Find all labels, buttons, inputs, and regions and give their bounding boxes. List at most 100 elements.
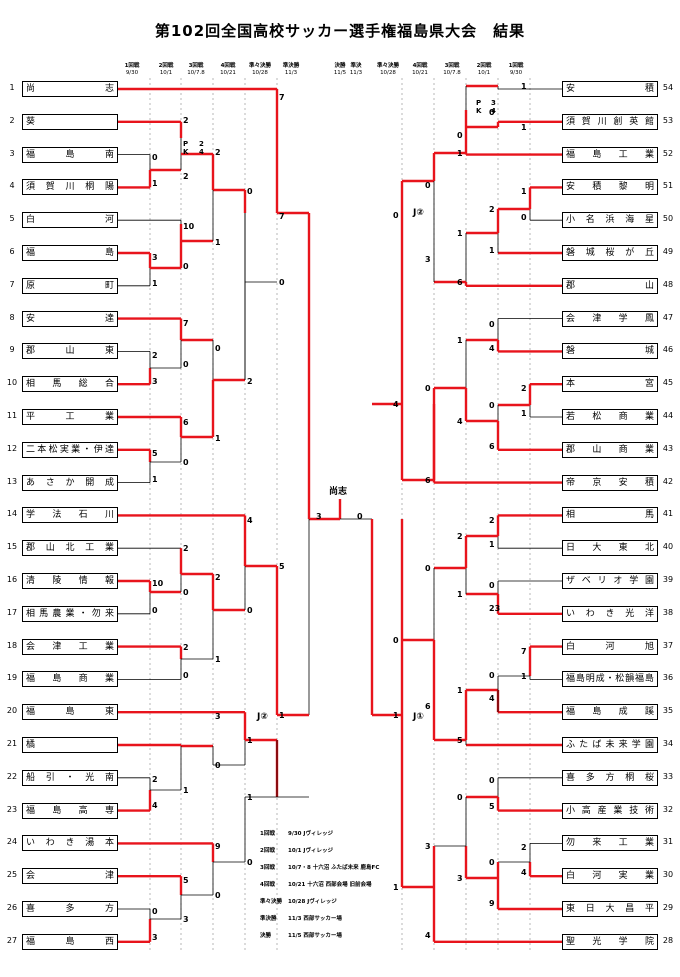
match-score: 6 bbox=[425, 702, 431, 711]
team-number: 50 bbox=[662, 214, 674, 224]
match-score: 0 bbox=[183, 671, 189, 680]
team-box: 二本松実業・伊達 bbox=[22, 441, 118, 458]
match-score: 3 bbox=[425, 255, 431, 264]
team-box: 喜多方桐桜 bbox=[562, 769, 658, 786]
match-score: 1 bbox=[489, 540, 495, 549]
team-box: 須賀川桐陽 bbox=[22, 179, 118, 196]
match-score: 6 bbox=[489, 442, 495, 451]
match-score: 6 bbox=[183, 418, 189, 427]
team-number: 7 bbox=[9, 279, 15, 289]
schedule-round: 準決勝 bbox=[260, 916, 277, 922]
schedule-row: 1回戦 9/30 Jヴィレッジ bbox=[260, 826, 379, 843]
match-score: 0 bbox=[183, 458, 189, 467]
match-score: 0 bbox=[152, 907, 158, 916]
team-number: 5 bbox=[9, 214, 15, 224]
match-score: 2 bbox=[489, 516, 495, 525]
team-box: ザベリオ学園 bbox=[562, 573, 658, 589]
match-score: 7 bbox=[279, 93, 285, 102]
team-number: 41 bbox=[662, 509, 674, 519]
team-number: 37 bbox=[662, 640, 674, 650]
match-score: 3 bbox=[425, 842, 431, 851]
team-number: 36 bbox=[662, 673, 674, 683]
match-score: 1 bbox=[247, 793, 253, 802]
round-name: 1回戦 bbox=[124, 63, 140, 69]
schedule-row: 4回戦 10/21 十六沼 西部会場 旧前会場 bbox=[260, 877, 379, 894]
match-score: 1 bbox=[457, 686, 463, 695]
team-number: 3 bbox=[9, 148, 15, 158]
match-score: 4 bbox=[489, 344, 495, 353]
team-number: 21 bbox=[6, 739, 18, 748]
match-score: 0 bbox=[393, 211, 399, 220]
match-score: 1 bbox=[215, 434, 221, 443]
match-score: 1 bbox=[279, 711, 285, 720]
schedule-round: 4回戦 bbox=[260, 882, 275, 888]
match-score: 1 bbox=[152, 279, 158, 288]
match-score: 7 bbox=[521, 647, 527, 656]
match-score: 1 bbox=[521, 82, 527, 91]
team-number: 47 bbox=[662, 312, 674, 322]
match-score: 1 bbox=[457, 336, 463, 345]
team-box: 福島西 bbox=[22, 933, 118, 950]
match-score: 3 bbox=[215, 712, 221, 721]
match-score: 0 bbox=[425, 564, 431, 573]
schedule-info: 10/21 十六沼 西部会場 旧前会場 bbox=[288, 882, 372, 888]
team-number: 8 bbox=[9, 312, 15, 322]
schedule-info: 10/1 Jヴィレッジ bbox=[288, 848, 333, 854]
team-number: 35 bbox=[662, 706, 674, 716]
team-number: 29 bbox=[662, 903, 674, 912]
champion-label: 尚志 bbox=[329, 487, 348, 497]
match-score: 0 bbox=[489, 776, 495, 785]
team-number: 40 bbox=[662, 542, 674, 552]
match-score: 0 bbox=[489, 320, 495, 329]
schedule-info: 9/30 Jヴィレッジ bbox=[288, 831, 333, 837]
match-score: 4 bbox=[425, 931, 431, 940]
team-number: 45 bbox=[662, 378, 674, 388]
match-score: 1 bbox=[521, 123, 527, 132]
team-box: 白河実業 bbox=[562, 868, 658, 885]
match-score: 0 bbox=[521, 213, 527, 222]
final-round-name: 決勝 bbox=[334, 63, 346, 69]
schedule-info: 10/28 Jヴィレッジ bbox=[288, 899, 337, 905]
team-number: 53 bbox=[662, 115, 674, 125]
team-box: 安積 bbox=[562, 81, 658, 97]
team-box: いわき光洋 bbox=[562, 605, 658, 622]
team-box: 帝京安積 bbox=[562, 474, 658, 491]
match-score: 1 bbox=[489, 246, 495, 255]
round-name: 4回戦 bbox=[412, 63, 428, 69]
match-score: 10 bbox=[183, 222, 195, 231]
team-box: 会津工業 bbox=[22, 638, 118, 655]
match-score: 5 bbox=[489, 802, 495, 811]
team-box: 郡山商業 bbox=[562, 441, 658, 458]
round-date: 10/28 bbox=[252, 70, 268, 76]
match-score: 0 bbox=[457, 131, 463, 140]
match-score: 0 bbox=[457, 793, 463, 802]
match-score: 0 bbox=[489, 581, 495, 590]
team-box: 小高産業技術 bbox=[562, 802, 658, 819]
team-number: 31 bbox=[662, 837, 674, 847]
team-box: 福島工業 bbox=[562, 146, 658, 163]
team-box: 安積黎明 bbox=[562, 179, 658, 196]
team-box: 郡山北工業 bbox=[22, 540, 118, 557]
match-score: 1 bbox=[393, 883, 399, 892]
team-number: 30 bbox=[662, 870, 674, 880]
team-number: 44 bbox=[662, 411, 674, 420]
match-score: 0 bbox=[215, 761, 221, 770]
match-score: 1 bbox=[457, 149, 463, 158]
team-number: 49 bbox=[662, 247, 674, 256]
team-number: 15 bbox=[6, 542, 18, 552]
match-score: 1 bbox=[183, 786, 189, 795]
schedule-round: 1回戦 bbox=[260, 831, 275, 837]
match-score: 9 bbox=[489, 899, 495, 908]
team-box: あさか開成 bbox=[22, 474, 118, 491]
round-date: 9/30 bbox=[509, 70, 523, 76]
